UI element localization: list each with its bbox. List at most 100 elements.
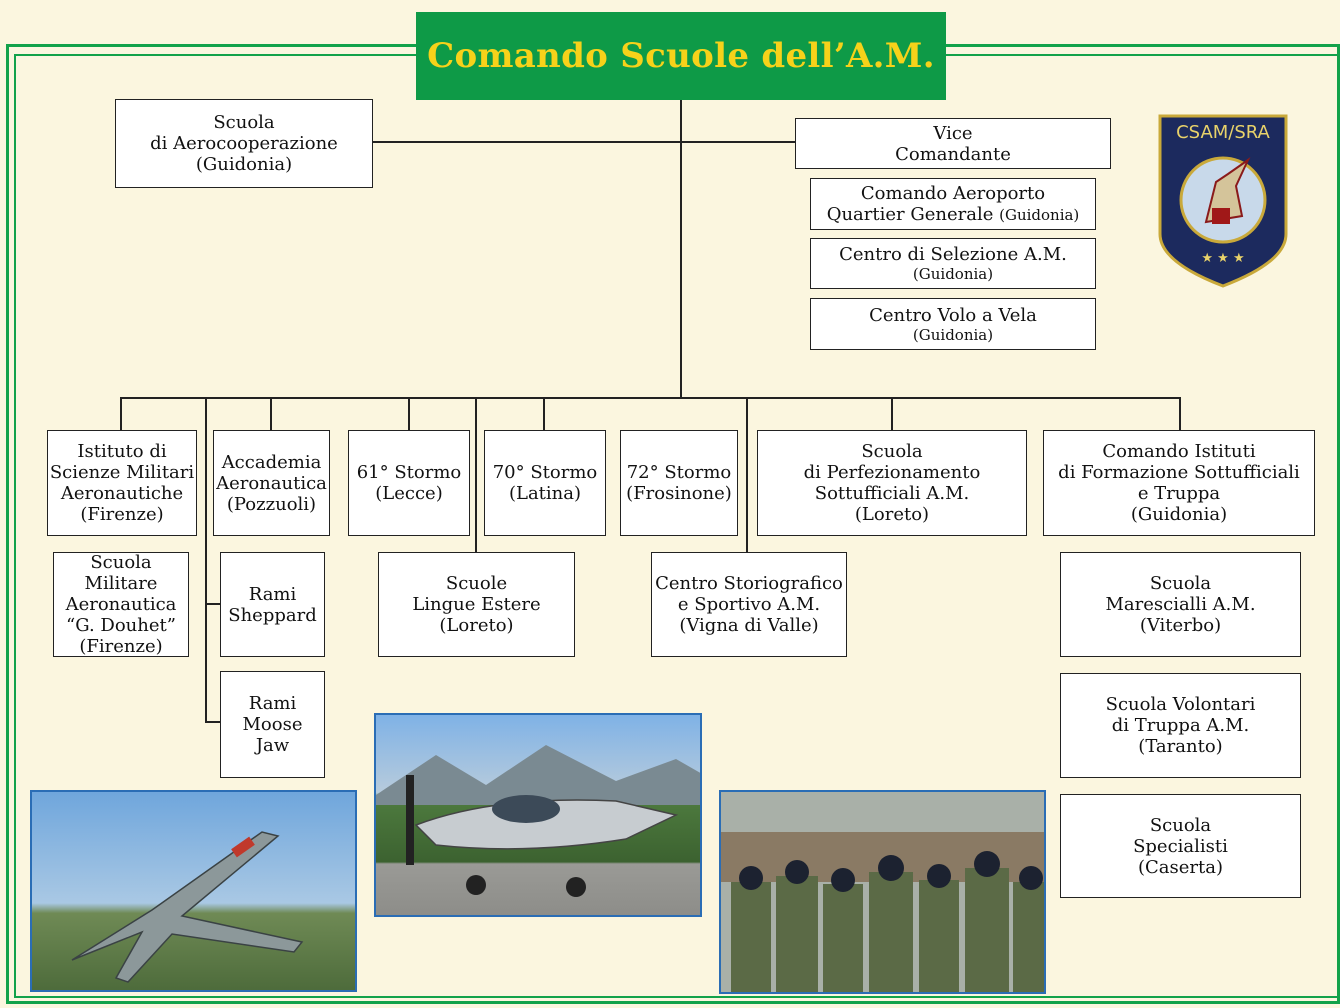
box-text: (Loreto) [854, 504, 930, 525]
connector-line [372, 141, 796, 143]
box-text: Quartier Generale [826, 204, 1000, 225]
box-text: (Pozzuoli) [226, 493, 317, 515]
box-text: Centro Volo a Vela [869, 304, 1037, 326]
box-text: Moose [242, 714, 303, 735]
box-text: Accademia [221, 451, 322, 473]
box-text: Specialisti [1133, 835, 1228, 857]
connector-line [543, 397, 545, 430]
box-text: (Viterbo) [1139, 615, 1222, 636]
istituto-scienze-militari-box: Istituto di Scienze Militari Aeronautich… [47, 430, 197, 536]
box-text: 72° Stormo [626, 462, 732, 483]
box-text: (Taranto) [1138, 736, 1223, 757]
box-text: (Guidonia) [195, 154, 293, 175]
scuola-aerocooperazione-box: Scuola di Aerocooperazione (Guidonia) [115, 99, 373, 188]
title-banner: Comando Scuole dell’A.M. [416, 12, 946, 100]
box-text: 70° Stormo [492, 462, 598, 483]
box-text: (Guidonia) [999, 206, 1080, 224]
box-text: di Truppa A.M. [1111, 715, 1250, 736]
vice-comandante-box: Vice Comandante [795, 118, 1111, 169]
box-text: 61° Stormo [356, 462, 462, 483]
box-text: Quartier Generale (Guidonia) [827, 204, 1080, 225]
scuola-specialisti-box: Scuola Specialisti (Caserta) [1060, 794, 1301, 898]
crest-text: CSAM/SRA [1176, 122, 1270, 143]
box-text: Comando Aeroporto [860, 183, 1046, 204]
box-text: (Firenze) [79, 636, 163, 657]
box-text: Centro di Selezione A.M. [839, 244, 1067, 265]
connector-line [680, 100, 682, 398]
centro-selezione-box: Centro di Selezione A.M. (Guidonia) [810, 238, 1096, 289]
box-text: Scuola Militare [84, 552, 158, 594]
box-text: Comandante [895, 143, 1011, 165]
connector-line [408, 397, 410, 430]
box-text: Aeronautiche [60, 483, 184, 504]
centro-storiografico-box: Centro Storiografico e Sportivo A.M. (Vi… [651, 552, 847, 657]
box-text: (Guidonia) [912, 325, 994, 344]
box-text: e Sportivo A.M. [677, 594, 821, 615]
box-text: (Latina) [508, 483, 582, 504]
scuole-lingue-estere-box: Scuole Lingue Estere (Loreto) [378, 552, 575, 657]
box-text: Rami [248, 693, 297, 714]
box-text: Scuola [861, 441, 923, 462]
stormo-70-box: 70° Stormo (Latina) [484, 430, 606, 536]
box-text: (Loreto) [439, 615, 514, 636]
box-text: Aeronautica [216, 472, 327, 494]
scuola-militare-douhet-box: Scuola Militare Aeronautica “G. Douhet” … [53, 552, 189, 657]
connector-line [120, 397, 122, 430]
propeller-aircraft-photo [374, 713, 702, 917]
box-text: Sheppard [228, 604, 317, 626]
scuola-volontari-box: Scuola Volontari di Truppa A.M. (Taranto… [1060, 673, 1301, 778]
rami-sheppard-box: Rami Sheppard [220, 552, 325, 657]
box-text: Rami [248, 583, 297, 605]
box-text: Centro Storiografico [655, 573, 843, 594]
rami-moose-jaw-box: Rami Moose Jaw [220, 671, 325, 778]
box-text: Scuole [445, 573, 508, 594]
box-text: di Aerocooperazione [150, 133, 338, 154]
box-text: Vice [933, 122, 973, 144]
box-text: Marescialli A.M. [1105, 594, 1256, 615]
page-title: Comando Scuole dell’A.M. [427, 36, 935, 76]
comando-aeroporto-box: Comando Aeroporto Quartier Generale (Gui… [810, 178, 1096, 230]
box-text: Scuola [213, 112, 275, 133]
box-text: Comando Istituti [1102, 441, 1256, 462]
box-text: Scienze Militari [49, 462, 195, 483]
comando-istituti-formazione-box: Comando Istituti di Formazione Sottuffic… [1043, 430, 1315, 536]
box-text: Sottufficiali A.M. [814, 483, 970, 504]
box-text: di Formazione Sottufficiali [1058, 462, 1300, 483]
box-text: (Frosinone) [626, 483, 732, 504]
box-text: (Caserta) [1137, 856, 1223, 878]
svg-text:★ ★ ★: ★ ★ ★ [1201, 251, 1244, 266]
connector-line [270, 397, 272, 430]
box-text: (Firenze) [80, 504, 164, 525]
centro-volo-a-vela-box: Centro Volo a Vela (Guidonia) [810, 298, 1096, 350]
connector-line [205, 603, 221, 605]
connector-line [891, 397, 893, 430]
scuola-marescialli-box: Scuola Marescialli A.M. (Viterbo) [1060, 552, 1301, 657]
stormo-61-box: 61° Stormo (Lecce) [348, 430, 470, 536]
box-text: (Lecce) [375, 483, 443, 504]
connector-line [205, 721, 221, 723]
box-text: (Vigna di Valle) [679, 615, 819, 636]
crest-emblem: CSAM/SRA ★ ★ ★ [1158, 114, 1288, 288]
box-text: Scuola Volontari [1105, 694, 1256, 715]
box-text: (Guidonia) [1130, 504, 1228, 525]
connector-line [120, 397, 1181, 399]
box-text: Scuola [1149, 814, 1212, 836]
box-text: Lingue Estere [412, 594, 541, 615]
cadets-parade-photo [719, 790, 1046, 994]
box-text: Istituto di [77, 441, 167, 462]
box-text: “G. Douhet” [66, 615, 176, 636]
connector-line [746, 397, 748, 552]
box-text: (Guidonia) [912, 265, 994, 283]
connector-line [1179, 397, 1181, 430]
accademia-aeronautica-box: Accademia Aeronautica (Pozzuoli) [213, 430, 330, 536]
box-text: Jaw [255, 735, 290, 756]
box-text: Scuola [1149, 573, 1212, 594]
box-text: e Truppa [1137, 483, 1221, 504]
connector-line [475, 397, 477, 552]
box-text: di Perfezionamento [803, 462, 981, 483]
scuola-perfezionamento-box: Scuola di Perfezionamento Sottufficiali … [757, 430, 1027, 536]
connector-line [205, 397, 207, 722]
jet-aircraft-photo [30, 790, 357, 992]
stormo-72-box: 72° Stormo (Frosinone) [620, 430, 738, 536]
box-text: Aeronautica [65, 594, 177, 615]
